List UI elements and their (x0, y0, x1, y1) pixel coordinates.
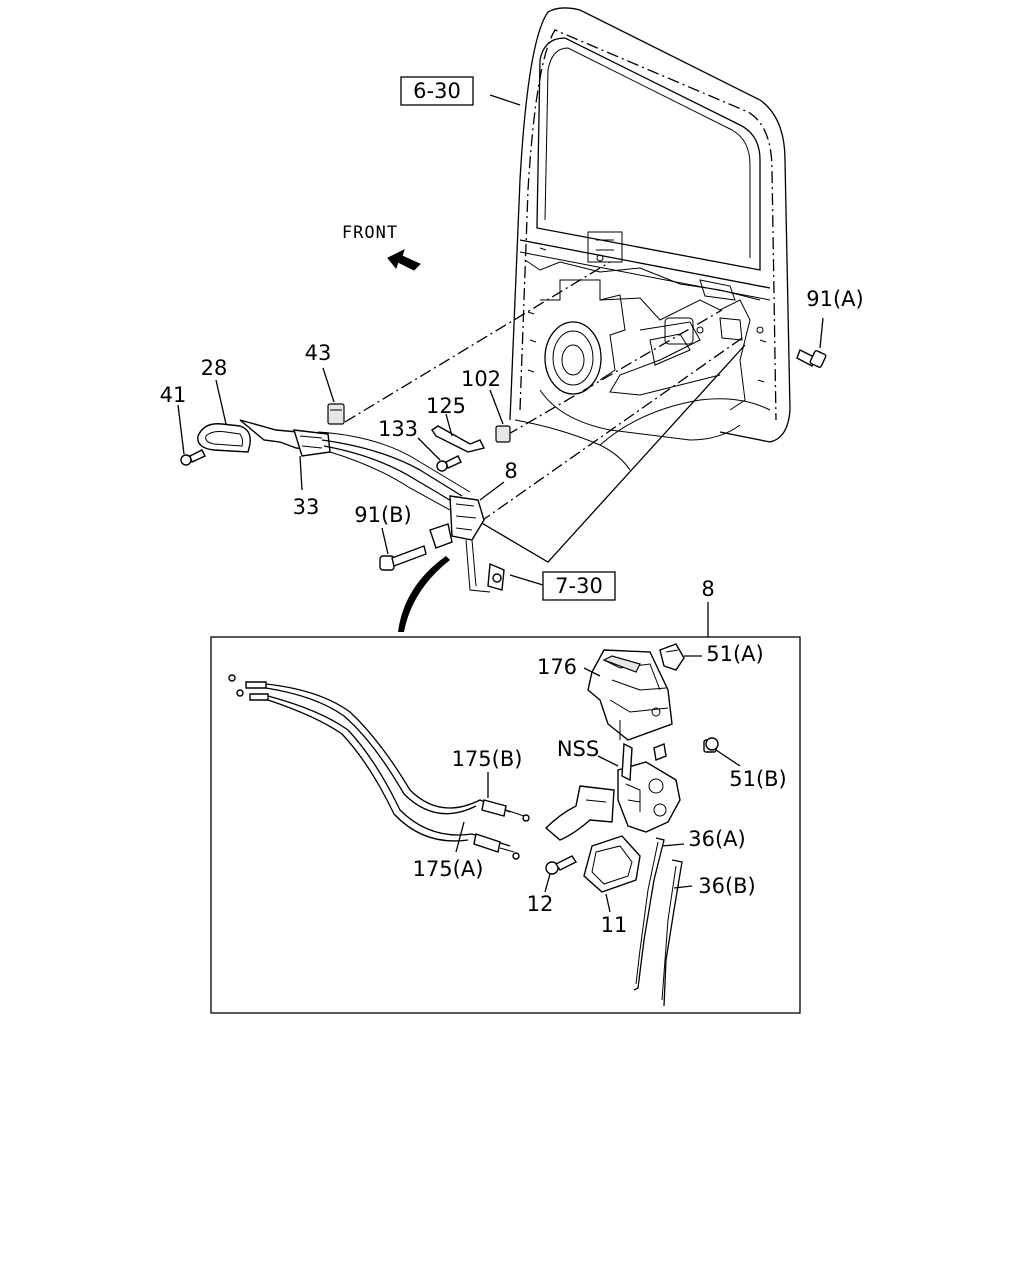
assembly-lines (344, 94, 746, 586)
ref-label-7-30: 7-30 (555, 574, 603, 598)
label-43: 43 (305, 341, 332, 365)
part-176-cover[interactable]: 176 (537, 649, 673, 741)
detail-pointer-arrow (398, 556, 450, 632)
label-51a: 51(A) (706, 642, 763, 666)
part-125-bracket[interactable]: 125 (426, 394, 486, 453)
part-91b-bolt[interactable]: 91(B) (354, 503, 427, 571)
label-176: 176 (537, 655, 577, 679)
label-175b: 175(B) (452, 747, 523, 771)
part-28-bezel[interactable]: 28 (197, 356, 251, 453)
part-36a-rod[interactable]: 36(A) (633, 827, 746, 991)
label-33: 33 (293, 495, 320, 519)
label-group-175a: 175(A) (413, 821, 484, 881)
part-91a-bolt[interactable]: 91(A) (796, 287, 864, 368)
label-133: 133 (378, 417, 418, 441)
label-91b: 91(B) (354, 503, 412, 527)
label-102: 102 (461, 367, 501, 391)
part-102-clip[interactable]: 102 (461, 367, 511, 443)
part-43-clip[interactable]: 43 (305, 341, 345, 425)
label-41: 41 (160, 383, 187, 407)
label-11: 11 (601, 913, 628, 937)
label-12: 12 (527, 892, 554, 916)
label-28: 28 (201, 356, 228, 380)
label-8-upper: 8 (504, 459, 517, 483)
part-133-screw[interactable]: 133 (378, 417, 462, 472)
part-36b-rod[interactable]: 36(B) (661, 859, 756, 1007)
front-label: FRONT (342, 223, 398, 243)
label-nss: NSS (557, 737, 599, 761)
label-8-detail: 8 (701, 577, 714, 601)
ref-label-6-30: 6-30 (413, 79, 461, 103)
part-12-screw[interactable]: 12 (527, 855, 578, 916)
part-8-latch-upper[interactable]: 8 (429, 459, 518, 593)
label-36a: 36(A) (688, 827, 745, 851)
part-11-actuator[interactable]: 11 (583, 835, 641, 937)
ref-box-6-30[interactable]: 6-30 (400, 76, 474, 106)
part-51b[interactable]: 51(B) (703, 737, 787, 791)
front-arrow-icon (387, 249, 421, 271)
detail-box: 8 (210, 577, 801, 1014)
label-125: 125 (426, 394, 466, 418)
door-panel (509, 7, 791, 471)
part-41-screw[interactable]: 41 (160, 383, 206, 466)
part-nss-latch[interactable]: NSS (544, 737, 681, 841)
upper-cables (317, 431, 471, 511)
label-36b: 36(B) (698, 874, 756, 898)
ref-box-7-30[interactable]: 7-30 (542, 571, 616, 601)
label-175a: 175(A) (413, 857, 484, 881)
front-indicator: FRONT (342, 223, 421, 271)
part-33-inside-handle[interactable]: 33 (239, 419, 331, 519)
label-group-175b: 175(B) (452, 747, 523, 798)
label-91a: 91(A) (806, 287, 863, 311)
part-51a[interactable]: 51(A) (659, 642, 764, 671)
label-51b: 51(B) (729, 767, 787, 791)
part-175-cables[interactable] (228, 674, 530, 860)
